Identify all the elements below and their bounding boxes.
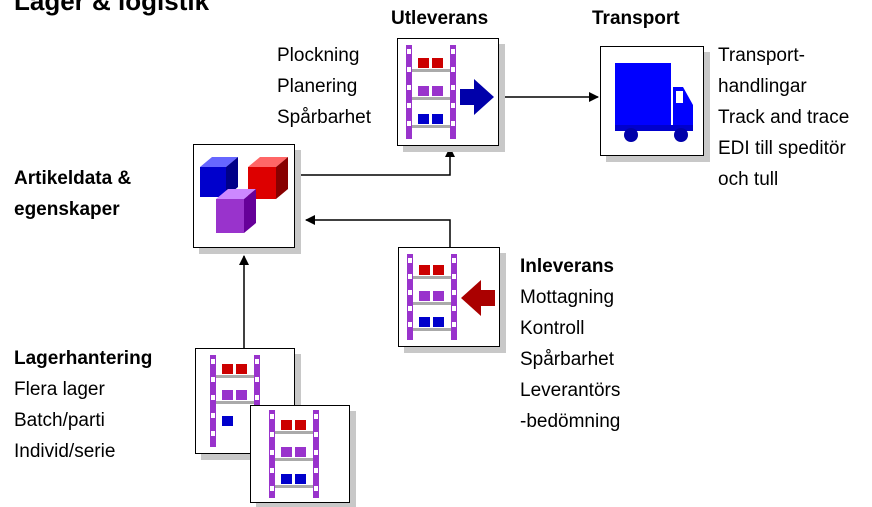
transport-item-3: Track and trace [718,107,850,128]
truck-icon [615,63,693,142]
inleverans-item-5: -bedömning [520,411,621,432]
inleverans-item-2: Kontroll [520,318,585,339]
cubes-icon [200,157,288,233]
warehouse-in-icon [407,254,495,340]
warehouse-icon [269,410,319,498]
warehouse-icon [210,355,260,447]
transport-item-2: handlingar [718,76,807,97]
artikeldata-heading-2: egenskaper [14,199,120,220]
transport-item-1: Transport- [718,45,805,66]
artikeldata-icon-box [193,144,295,248]
connector-inleverans-artikeldata [305,215,451,247]
inleverans-heading: Inleverans [520,256,614,277]
warehouse-out-icon [406,45,494,139]
inleverans-item-1: Mottagning [520,287,615,308]
lagerhantering-item-2: Batch/parti [14,410,105,431]
inleverans-item-4: Leverantörs [520,380,621,401]
inleverans-icon-box [398,247,500,347]
transport-item-5: och tull [718,169,779,190]
transport-item-4: EDI till speditör [718,138,846,159]
diagram-title: Lager & logistik [14,0,210,16]
lagerhantering-item-1: Flera lager [14,379,105,400]
lager-icon-box-front [250,405,350,503]
transport-heading: Transport [592,8,680,29]
utleverans-item-1: Plockning [277,45,360,66]
utleverans-item-2: Planering [277,76,358,97]
utleverans-heading: Utleverans [391,8,489,29]
utleverans-item-3: Spårbarhet [277,107,372,128]
artikeldata-heading-1: Artikeldata & [14,168,132,189]
utleverans-icon-box [397,38,499,146]
transport-icon-box [600,46,704,156]
inleverans-item-3: Spårbarhet [520,349,615,370]
connector-artikeldata-utleverans [292,147,455,176]
lagerhantering-item-3: Individ/serie [14,441,116,462]
lagerhantering-heading: Lagerhantering [14,348,153,369]
